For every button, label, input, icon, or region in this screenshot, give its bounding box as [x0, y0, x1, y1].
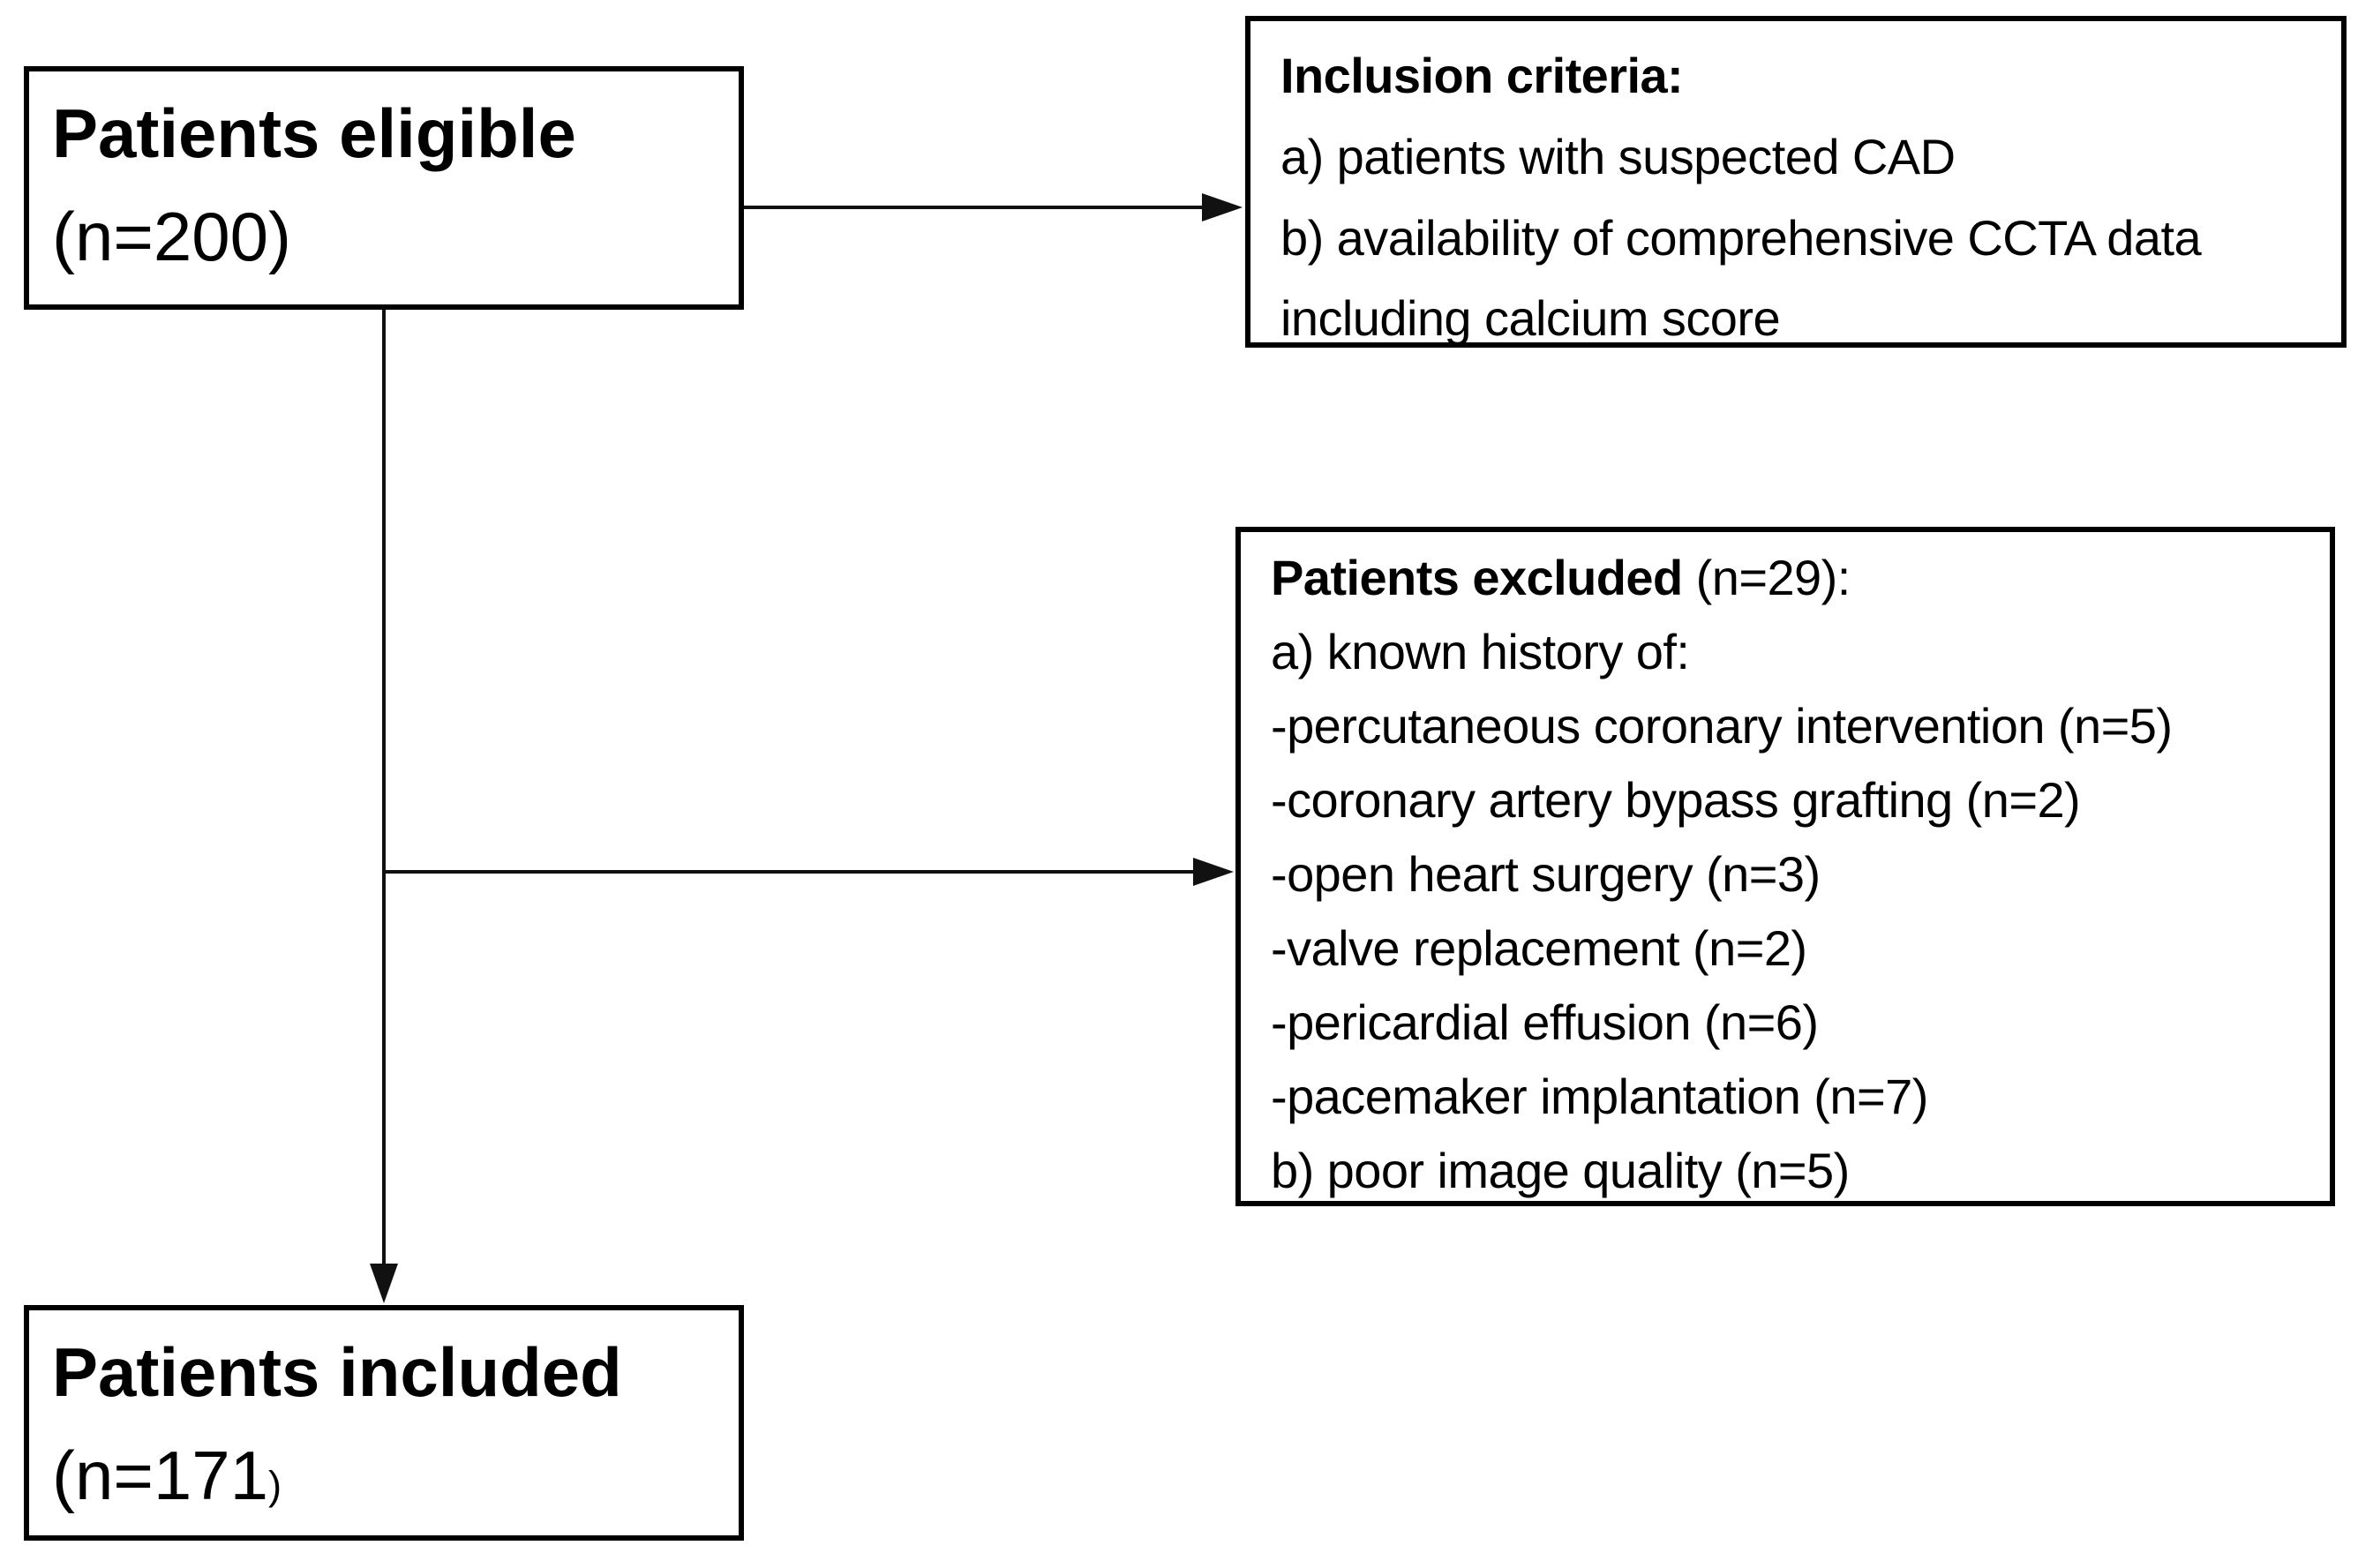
excluded-line: -pericardial effusion (n=6) — [1271, 994, 1819, 1050]
excluded-heading-count: (n=29): — [1682, 550, 1851, 605]
included-count: (n=171) — [52, 1424, 716, 1527]
excluded-line: -valve replacement (n=2) — [1271, 920, 1807, 976]
excluded-line: b) poor image quality (n=5) — [1271, 1143, 1850, 1198]
eligible-box: Patients eligible (n=200) — [24, 66, 744, 310]
eligible-count: (n=200) — [52, 198, 292, 275]
arrowhead-down-icon — [370, 1264, 398, 1303]
excluded-line: -pacemaker implantation (n=7) — [1271, 1069, 1928, 1124]
arrowhead-right-icon — [1193, 858, 1234, 886]
inclusion-line: b) availability of comprehensive CCTA da… — [1280, 209, 2202, 266]
included-count-paren: ) — [268, 1463, 282, 1508]
eligible-title: Patients eligible — [52, 94, 576, 172]
excluded-line: -coronary artery bypass grafting (n=2) — [1271, 772, 2081, 828]
included-box: Patients included (n=171) — [24, 1305, 744, 1541]
included-title: Patients included — [52, 1333, 622, 1411]
inclusion-line: a) patients with suspected CAD — [1280, 128, 1956, 184]
included-count-main: (n=171 — [52, 1437, 269, 1514]
inclusion-heading: Inclusion criteria: — [1280, 48, 1684, 103]
excluded-line: -percutaneous coronary intervention (n=5… — [1271, 698, 2173, 754]
excluded-line: a) known history of: — [1271, 624, 1690, 679]
excluded-heading: Patients excluded (n=29): — [1271, 541, 2300, 615]
inclusion-line: including calcium score — [1280, 290, 1781, 347]
excluded-box: Patients excluded (n=29): a) known histo… — [1235, 527, 2335, 1206]
inclusion-criteria-box: Inclusion criteria: a) patients with sus… — [1245, 16, 2347, 348]
excluded-line: -open heart surgery (n=3) — [1271, 846, 1821, 902]
excluded-heading-bold: Patients excluded — [1271, 550, 1683, 605]
arrowhead-right-icon — [1202, 193, 1243, 221]
